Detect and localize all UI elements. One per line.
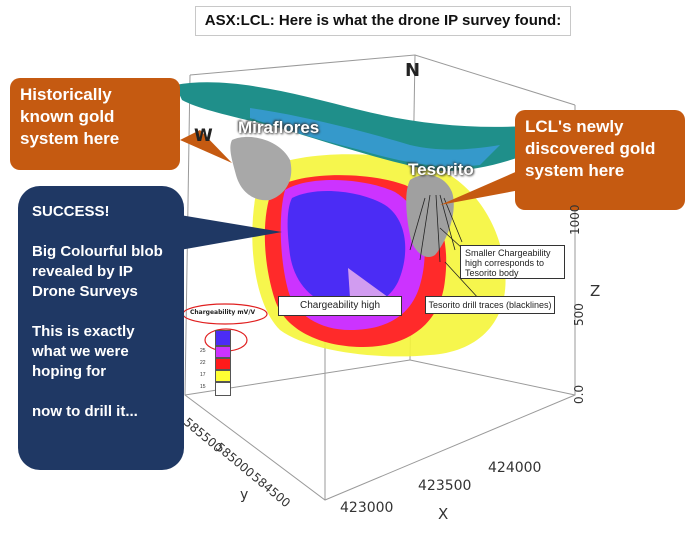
- z-tick-1000: 1000: [568, 204, 582, 235]
- miraflores-body: [230, 136, 292, 201]
- miraflores-label: Miraflores: [238, 118, 320, 137]
- north-label: N: [405, 60, 421, 81]
- legend-swatch-1: [215, 330, 231, 346]
- z-axis-label: Z: [590, 282, 601, 300]
- legend-swatch-4: [215, 370, 231, 382]
- tesorito-body: [406, 174, 454, 258]
- x-axis-label: X: [438, 505, 449, 523]
- historic-callout: Historically known gold system here: [10, 78, 180, 170]
- terrain-surface: [175, 82, 560, 171]
- success-line-2: This is exactly what we were hoping for: [32, 323, 135, 380]
- success-line-1: Big Colourful blob revealed by IP Drone …: [32, 243, 163, 300]
- legend-value-25: 25: [200, 348, 206, 354]
- y-axis-label: y: [240, 487, 249, 503]
- historic-callout-text: Historically known gold system here: [20, 85, 120, 148]
- newly-callout-tail: [440, 170, 520, 205]
- smaller-high-label: Smaller Chargeability high corresponds t…: [460, 245, 565, 279]
- newly-callout: LCL's newly discovered gold system here: [515, 110, 685, 210]
- z-tick-0: 0.0: [572, 384, 586, 404]
- x-tick-424000: 424000: [488, 460, 542, 476]
- success-callout: SUCCESS! Big Colourful blob revealed by …: [18, 186, 184, 470]
- success-line-3: now to drill it...: [32, 403, 138, 420]
- x-tick-423000: 423000: [340, 500, 394, 516]
- z-tick-500: 500: [572, 303, 586, 326]
- west-label: W: [194, 126, 213, 146]
- chargeability-core: [287, 190, 406, 309]
- legend-value-15: 15: [200, 384, 206, 390]
- historic-callout-tail: [180, 130, 232, 163]
- chargeability-high-label: Chargeability high: [278, 296, 402, 316]
- success-callout-tail: [180, 215, 282, 250]
- page-title: ASX:LCL: Here is what the drone IP surve…: [195, 6, 571, 36]
- tesorito-label: Tesorito: [408, 160, 474, 179]
- legend-swatch-3: [215, 358, 231, 370]
- legend-value-17: 17: [200, 372, 206, 378]
- legend-value-22: 22: [200, 360, 206, 366]
- legend-swatch-2: [215, 346, 231, 358]
- drill-traces-label: Tesorito drill traces (blacklines): [425, 296, 555, 314]
- newly-callout-text: LCL's newly discovered gold system here: [525, 117, 656, 180]
- legend-title: Chargeability mV/V: [190, 309, 256, 316]
- legend-swatch-5: [215, 382, 231, 396]
- x-tick-423500: 423500: [418, 478, 472, 494]
- success-heading: SUCCESS!: [32, 203, 110, 220]
